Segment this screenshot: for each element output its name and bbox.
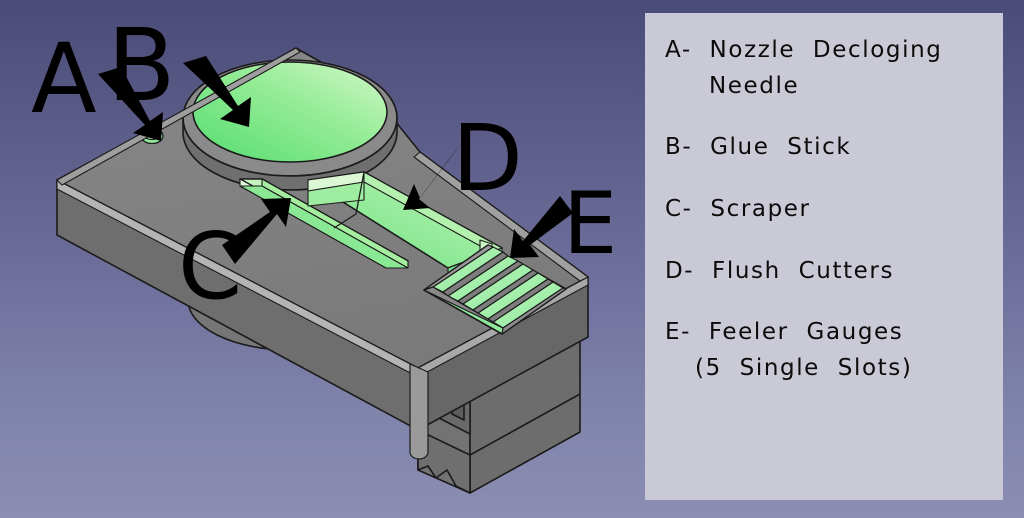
arrow-a [98, 67, 163, 141]
callout-letter-b: B [107, 7, 176, 124]
legend-item-b: B- Glue Stick [665, 130, 993, 166]
callout-letter-a: A [31, 23, 97, 135]
legend-item-e-line2: (5 Single Slots) [695, 354, 913, 381]
legend-item-c: C- Scraper [665, 192, 993, 228]
callout-arrows [98, 56, 573, 264]
glue-stick-bore [182, 59, 398, 191]
callout-letter-c: C [178, 213, 243, 320]
legend-item-b-line1: B- Glue Stick [665, 134, 852, 161]
feeler-slots [423, 244, 567, 335]
legend-item-d: D- Flush Cutters [665, 254, 993, 290]
arrow-b [183, 56, 251, 127]
arrow-d [403, 140, 464, 210]
corner-post [409, 363, 429, 460]
legend-list: A- Nozzle Decloging Needle B- Glue Stick… [665, 33, 993, 412]
legend-item-d-line1: D- Flush Cutters [665, 257, 895, 284]
legend-item-a-line1: A- Nozzle Decloging [665, 37, 943, 63]
legend-item-a-line2: Needle [709, 72, 800, 99]
legend-item-e: E- Feeler Gauges (5 Single Slots) [665, 315, 993, 386]
legend-panel: A- Nozzle Decloging Needle B- Glue Stick… [645, 13, 1003, 500]
callout-letter-e: E [563, 174, 618, 274]
legend-item-a: A- Nozzle Decloging Needle [665, 33, 993, 104]
legend-item-c-line1: C- Scraper [665, 195, 811, 222]
arrow-c [222, 198, 291, 264]
legend-item-e-line1: E- Feeler Gauges [665, 319, 904, 346]
callout-letter-d: D [452, 105, 523, 212]
arrow-e [510, 196, 573, 258]
